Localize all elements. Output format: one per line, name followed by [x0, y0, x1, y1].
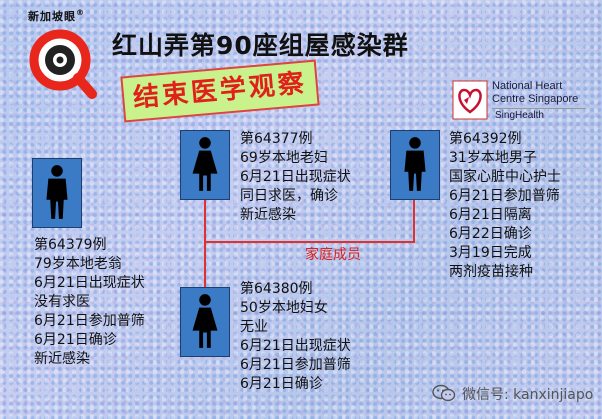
case-64392-info: 第64392例 31岁本地男子 国家心脏中心护士 6月21日参加普筛 6月21日…: [449, 130, 561, 282]
case-line: 6月21日参加普筛: [240, 357, 351, 373]
case-number: 第64379例: [34, 237, 107, 253]
case-line: 6月21日出现症状: [240, 338, 351, 354]
case-line: 新近感染: [34, 351, 90, 367]
case-line: 6月21日隔离: [449, 207, 532, 223]
case-line: 6月21日出现症状: [240, 169, 351, 185]
logo-divider: [492, 108, 586, 109]
hospital-subtitle: SingHealth: [495, 110, 544, 121]
case-64379-info: 第64379例 79岁本地老翁 6月21日出现症状 没有求医 6月21日参加普筛…: [34, 236, 145, 369]
female-figure-icon: [180, 287, 230, 357]
magnifier-eye-logo-icon: [29, 29, 97, 99]
case-line: 国家心脏中心护士: [449, 169, 561, 185]
case-number: 第64392例: [449, 131, 522, 147]
male-figure-icon: [390, 130, 440, 200]
wechat-id: 微信号: kanxinjiapo: [462, 387, 594, 403]
case-line: 没有求医: [34, 294, 90, 310]
case-number: 第64377例: [240, 131, 313, 147]
xinjiapoyan-logo: [18, 10, 108, 100]
hospital-name: National Heart Centre Singapore: [492, 80, 579, 105]
wechat-icon: [432, 384, 456, 406]
heart-logo-icon: [452, 80, 488, 120]
case-line: 无业: [240, 319, 268, 335]
case-line: 6月21日确诊: [240, 376, 323, 392]
case-line: 6月21日出现症状: [34, 275, 145, 291]
connector-horizontal: [204, 241, 414, 243]
case-number: 第64380例: [240, 281, 313, 297]
banner-label: 结束医学观察: [132, 68, 308, 114]
case-line: 6月21日确诊: [34, 332, 117, 348]
case-line: 两剂疫苗接种: [449, 264, 533, 280]
case-line: 79岁本地老翁: [34, 256, 122, 272]
case-64380-info: 第64380例 50岁本地妇女 无业 6月21日出现症状 6月21日参加普筛 6…: [240, 280, 351, 394]
connector-vertical-left: [204, 200, 206, 288]
family-label: 家庭成员: [305, 247, 361, 263]
case-line: 6月22日确诊: [449, 226, 532, 242]
status-banner: 结束医学观察: [120, 59, 320, 123]
case-64377-info: 第64377例 69岁本地老妇 6月21日出现症状 同日求医，确诊 新近感染: [240, 130, 351, 225]
case-line: 同日求医，确诊: [240, 188, 338, 204]
female-figure-icon: [180, 130, 230, 200]
male-figure-icon: [32, 158, 82, 228]
connector-vertical-right: [413, 200, 415, 243]
case-line: 6月21日参加普筛: [449, 188, 560, 204]
case-line: 50岁本地妇女: [240, 300, 328, 316]
case-line: 6月21日参加普筛: [34, 313, 145, 329]
case-line: 31岁本地男子: [449, 150, 537, 166]
case-line: 3月19日完成: [449, 245, 532, 261]
page-title: 红山弄第90座组屋感染群: [112, 31, 409, 60]
logo-text: 新加坡眼®: [28, 8, 85, 23]
case-line: 新近感染: [240, 207, 296, 223]
case-line: 69岁本地老妇: [240, 150, 328, 166]
